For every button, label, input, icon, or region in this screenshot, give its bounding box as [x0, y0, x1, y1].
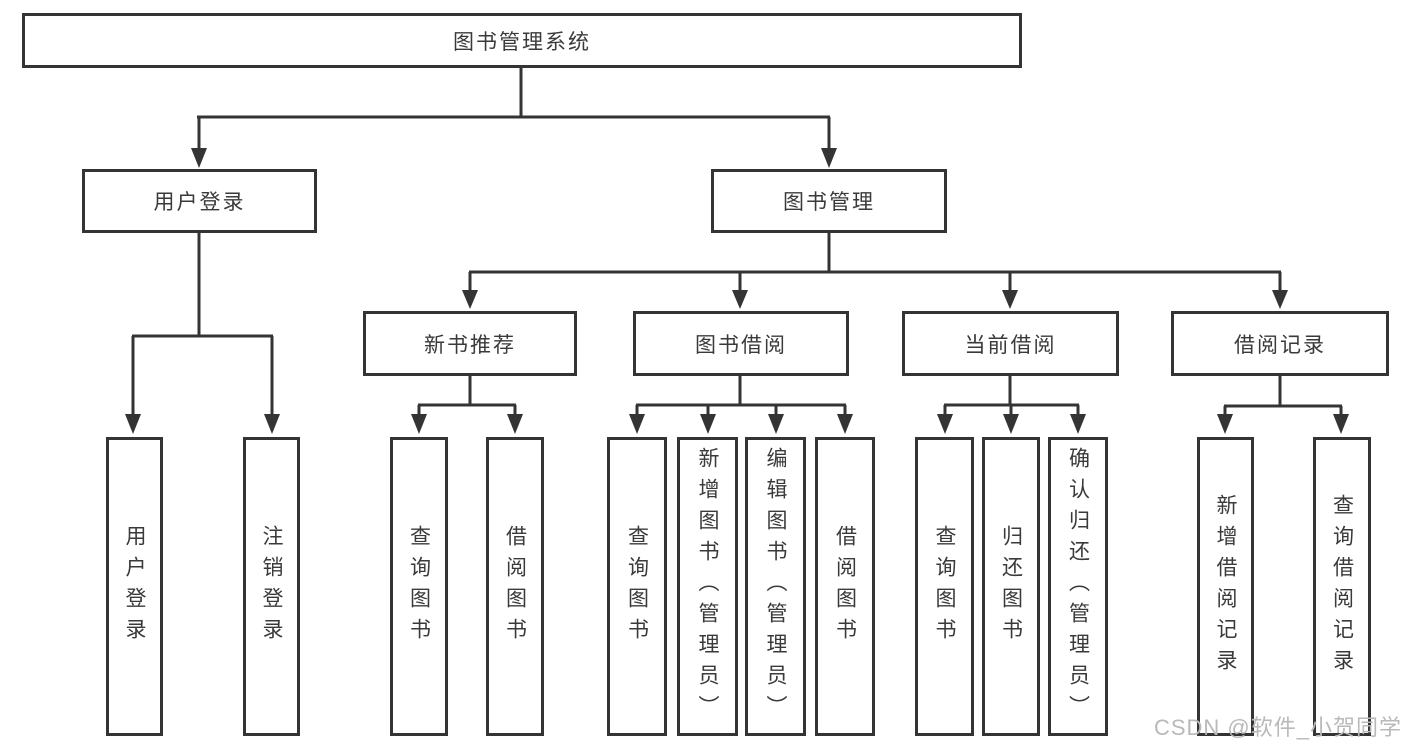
leaf-logout: 注销登录 [243, 437, 300, 736]
csdn-watermark: CSDN @软件_小贺同学 [1153, 715, 1402, 740]
node-label: 借阅记录 [1234, 333, 1326, 357]
node-label: 图书管理系统 [453, 30, 591, 54]
node-label: 借阅图书 [833, 524, 857, 649]
node-label: 编辑图书（管理员） [764, 447, 787, 726]
node-library-management-system: 图书管理系统 [22, 13, 1022, 68]
node-label: 图书管理 [783, 191, 875, 214]
leaf-confirm-return-admin: 确认归还（管理员） [1048, 437, 1108, 736]
leaf-query-books-recommend: 查询图书 [390, 437, 448, 736]
node-label: 借阅图书 [503, 524, 527, 649]
node-new-book-recommendation: 新书推荐 [363, 311, 577, 376]
node-label: 新书推荐 [424, 333, 516, 357]
node-label: 查询图书 [625, 524, 649, 649]
node-label: 新增借阅记录 [1214, 493, 1237, 680]
leaf-user-login: 用户登录 [106, 437, 163, 736]
leaf-query-books-current: 查询图书 [915, 437, 974, 736]
leaf-add-borrow-record: 新增借阅记录 [1197, 437, 1254, 736]
node-label: 归还图书 [999, 524, 1023, 649]
leaf-return-books: 归还图书 [982, 437, 1040, 736]
node-user-login-branch: 用户登录 [82, 169, 317, 233]
leaf-borrow-books: 借阅图书 [815, 437, 875, 736]
leaf-add-books-admin: 新增图书（管理员） [677, 437, 738, 736]
node-label: 图书借阅 [695, 333, 787, 357]
node-label: 用户登录 [123, 524, 146, 649]
node-book-borrowing: 图书借阅 [633, 311, 849, 376]
leaf-borrow-books-recommend: 借阅图书 [486, 437, 544, 736]
leaf-edit-books-admin: 编辑图书（管理员） [745, 437, 806, 736]
node-label: 确认归还（管理员） [1066, 447, 1090, 726]
node-label: 查询图书 [407, 524, 431, 649]
leaf-query-books-borrow: 查询图书 [607, 437, 667, 736]
node-label: 查询图书 [933, 524, 956, 649]
node-label: 新增图书（管理员） [696, 447, 719, 726]
node-current-borrowing: 当前借阅 [902, 311, 1119, 376]
node-label: 注销登录 [260, 524, 283, 649]
node-label: 用户登录 [153, 191, 246, 214]
node-borrowing-records: 借阅记录 [1171, 311, 1389, 376]
node-label: 查询借阅记录 [1330, 493, 1354, 680]
node-book-management-branch: 图书管理 [711, 169, 947, 233]
node-label: 当前借阅 [964, 333, 1057, 357]
leaf-query-borrow-record: 查询借阅记录 [1313, 437, 1371, 736]
